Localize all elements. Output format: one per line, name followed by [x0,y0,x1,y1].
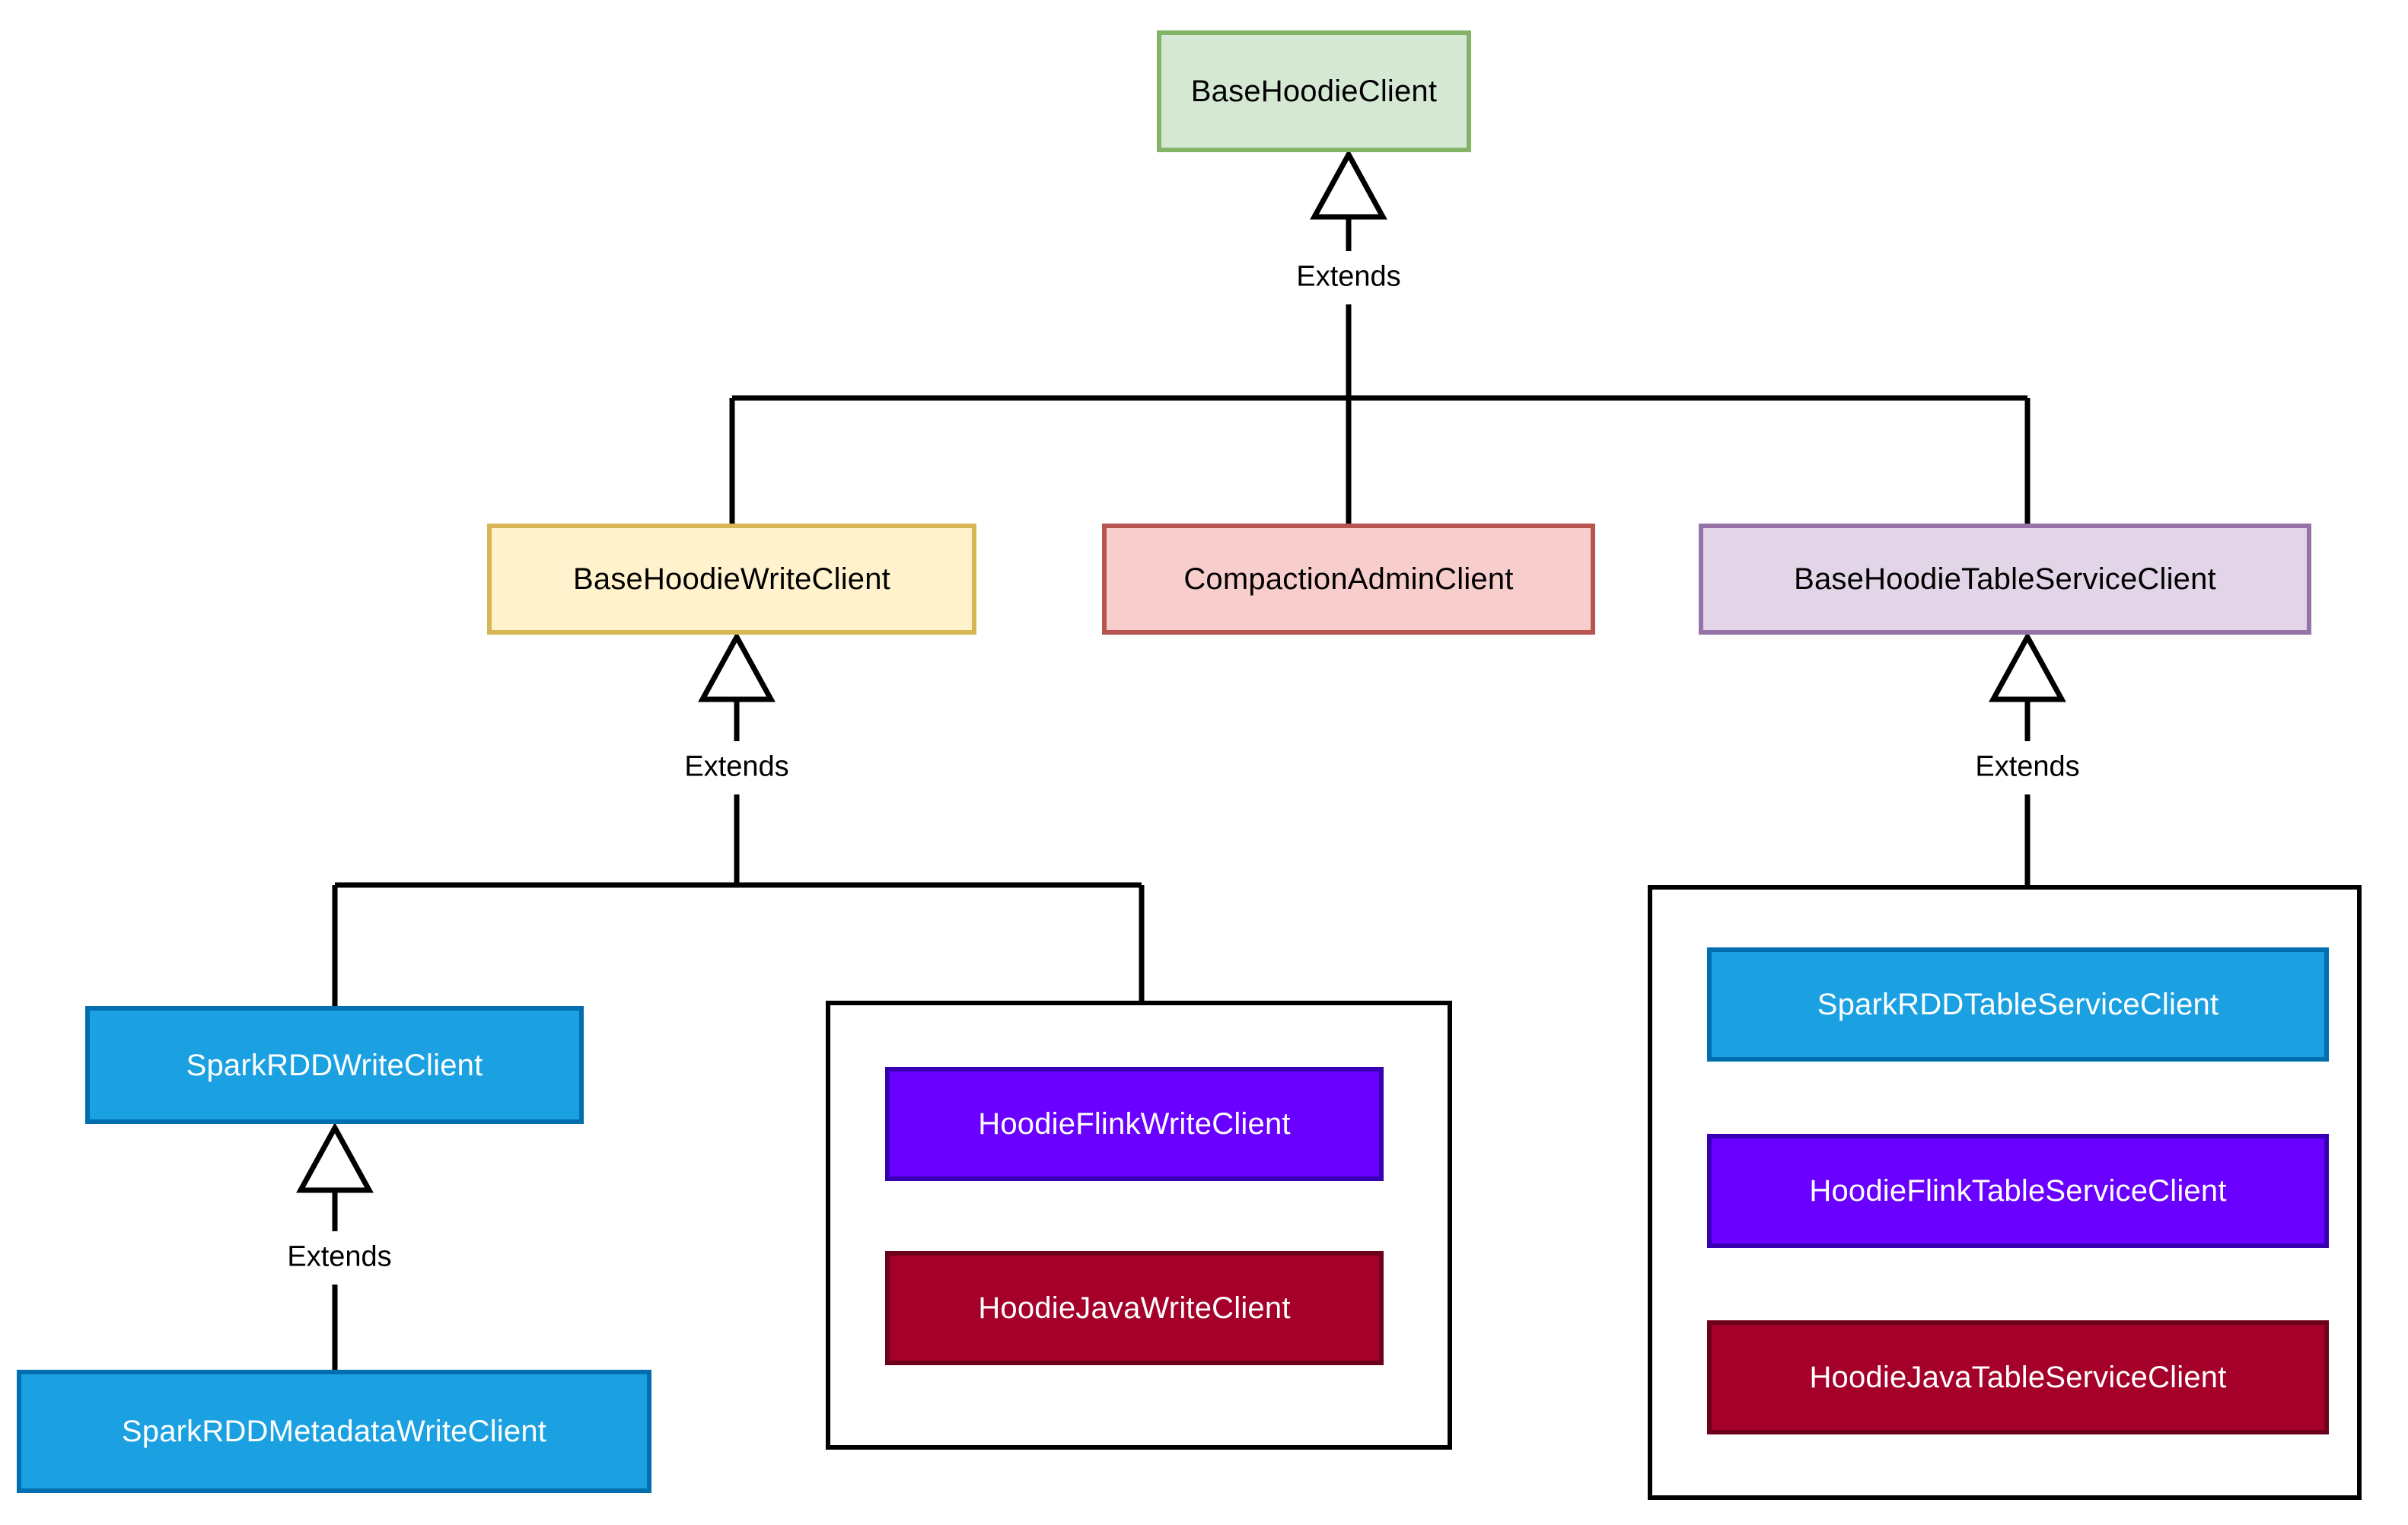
inheritance-arrow-spark-rdd [296,1122,374,1193]
class-node-spark-rdd-metadata-write-client[interactable]: SparkRDDMetadataWriteClient [17,1370,651,1493]
class-node-compaction-admin-client[interactable]: CompactionAdminClient [1102,524,1595,635]
class-node-hoodie-java-table-service-client[interactable]: HoodieJavaTableServiceClient [1707,1320,2329,1434]
inheritance-arrow-write-client [698,631,776,702]
inheritance-arrow-table-service-client [1989,631,2066,702]
class-node-label: HoodieFlinkTableServiceClient [1809,1174,2227,1208]
class-node-label: CompactionAdminClient [1183,562,1514,596]
class-node-base-hoodie-client[interactable]: BaseHoodieClient [1157,30,1471,152]
class-node-base-hoodie-write-client[interactable]: BaseHoodieWriteClient [487,524,976,635]
class-node-hoodie-flink-table-service-client[interactable]: HoodieFlinkTableServiceClient [1707,1134,2329,1248]
class-node-label: SparkRDDTableServiceClient [1817,988,2219,1021]
class-node-label: HoodieJavaWriteClient [978,1291,1291,1325]
class-node-spark-rdd-table-service-client[interactable]: SparkRDDTableServiceClient [1707,947,2329,1062]
class-node-label: BaseHoodieTableServiceClient [1794,562,2216,596]
edge-label-extends-spark-rdd: Extends [279,1240,400,1274]
class-node-label: SparkRDDMetadataWriteClient [121,1415,547,1448]
edge-label-extends-table-service-client: Extends [1967,750,2088,784]
class-node-base-hoodie-table-service-client[interactable]: BaseHoodieTableServiceClient [1699,524,2311,635]
class-node-label: BaseHoodieWriteClient [573,562,890,596]
class-node-label: BaseHoodieClient [1190,75,1438,108]
edge-label-extends-write-client: Extends [677,750,797,784]
inheritance-arrow-root [1310,148,1387,220]
class-node-label: HoodieFlinkWriteClient [978,1107,1291,1141]
edge-label-extends-root: Extends [1288,260,1409,294]
class-node-hoodie-java-write-client[interactable]: HoodieJavaWriteClient [885,1251,1384,1365]
class-node-hoodie-flink-write-client[interactable]: HoodieFlinkWriteClient [885,1067,1384,1181]
class-node-label: HoodieJavaTableServiceClient [1809,1361,2227,1394]
class-node-spark-rdd-write-client[interactable]: SparkRDDWriteClient [85,1006,584,1124]
class-node-label: SparkRDDWriteClient [186,1048,483,1082]
